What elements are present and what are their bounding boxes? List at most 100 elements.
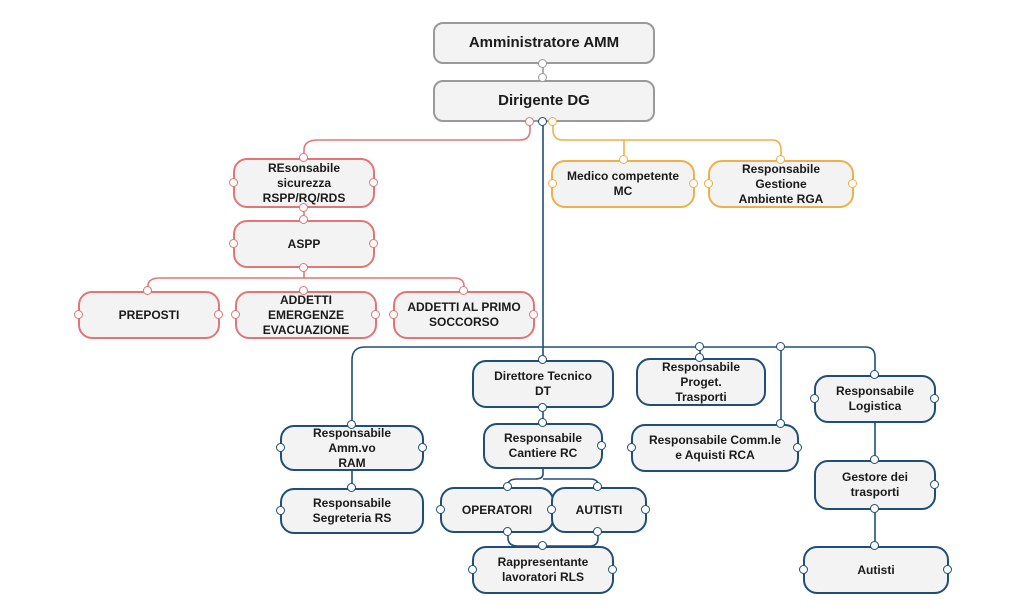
link-autisti-rls [543,532,599,547]
connector-dot [943,565,952,574]
link-aspp-primo [304,277,465,291]
connector-dot [810,394,819,403]
connector-dot [143,286,152,295]
node-rs: Responsabile Segreteria RS [280,488,424,534]
node-addetti-emergenze: ADDETTI EMERGENZE EVACUAZIONE [235,291,377,339]
connector-dot [593,482,602,491]
connector-dot [299,215,308,224]
node-logistica: Responsabile Logistica [814,375,936,423]
node-dt: Direttore Tecnico DT [472,360,614,408]
connector-dot [848,179,857,188]
node-label: Responsabile Proget. Trasporti [661,359,741,404]
node-rga: Responsabile Gestione Ambiente RGA [708,160,854,208]
node-medico-competente: Medico competente MC [551,160,695,208]
connector-dot [529,310,538,319]
connector-dot [870,455,879,464]
connector-dot [229,239,238,248]
link-blue-bus [351,346,876,425]
connector-dot [776,155,785,164]
node-preposti: PREPOSTI [78,291,220,339]
node-label: Medico competente MC [566,169,680,198]
node-aspp: ASPP [233,220,375,268]
node-label: ADDETTI AL PRIMO SOCCORSO [407,300,521,329]
node-autisti: Autisti [803,546,949,594]
connector-dot [276,506,285,515]
connector-dot [870,370,879,379]
node-label: Rappresentante lavoratori RLS [497,555,589,584]
connector-dot [369,178,378,187]
node-label: Responsabile Comm.le e Aquisti RCA [648,433,782,462]
node-label: Amministratore AMM [468,33,620,51]
node-label: ASPP [287,236,321,251]
connector-dot [930,480,939,489]
connector-dot [704,179,713,188]
connector-dot [229,178,238,187]
connector-dot [627,443,636,452]
connector-dot [371,310,380,319]
connector-dot [299,286,308,295]
link-rc-operatori [507,468,544,487]
connector-dot [548,117,557,126]
connector-dot [608,565,617,574]
connector-dot [276,443,285,452]
link-dg-rspp [303,121,531,158]
connector-dot [593,527,602,536]
connector-dot [503,482,512,491]
connector-dot [930,394,939,403]
connector-dot [548,179,557,188]
node-label: PREPOSTI [118,307,180,322]
connector-dot [418,443,427,452]
connector-dot [695,342,704,351]
node-rca: Responsabile Comm.le e Aquisti RCA [631,424,799,472]
connector-dot [299,153,308,162]
connector-dot [870,504,879,513]
connector-dot [299,203,308,212]
connector-dot [538,403,547,412]
node-label: REsonsabile sicurezza RSPP/RQ/RDS [262,160,346,205]
connector-dot [538,73,547,82]
connector-dot [695,353,704,362]
connector-dot [347,483,356,492]
node-gestore-trasporti: Gestore dei trasporti [814,460,936,510]
node-label: Responsabile Amm.vo RAM [312,425,392,470]
node-addetti-primo-soccorso: ADDETTI AL PRIMO SOCCORSO [393,291,535,339]
node-label: Autisti [857,562,895,577]
connector-dot [538,59,547,68]
connector-dot [436,505,445,514]
link-aspp-preposti [147,277,304,291]
connector-dot [538,355,547,364]
node-label: Responsabile Gestione Ambiente RGA [738,161,824,206]
connector-dot [597,441,606,450]
connector-dot [214,310,223,319]
link-dg-medico [552,121,782,160]
node-rc: Responsabile Cantiere RC [483,423,603,469]
node-label: Gestore dei trasporti [841,470,909,499]
link-rc-autisti [543,478,599,487]
node-amministratore: Amministratore AMM [433,22,655,64]
node-autisti-operativi: AUTISTI [551,487,647,533]
node-label: AUTISTI [575,502,623,517]
connector-dot [74,310,83,319]
connector-dot [793,443,802,452]
node-label: OPERATORI [461,502,533,517]
node-label: Dirigente DG [498,91,590,109]
connector-dot [538,418,547,427]
connector-dot [689,179,698,188]
connector-dot [369,239,378,248]
connector-dot [299,263,308,272]
node-label: Responsabile Segreteria RS [312,496,392,525]
connector-dot [776,419,785,428]
connector-dot [547,505,556,514]
node-label: Responsabile Cantiere RC [503,431,583,460]
connector-dot [231,310,240,319]
node-rls: Rappresentante lavoratori RLS [472,546,614,594]
connector-dot [538,541,547,550]
connector-dot [799,565,808,574]
connector-dot [389,310,398,319]
node-label: ADDETTI EMERGENZE EVACUAZIONE [262,292,350,337]
connector-dot [468,565,477,574]
node-progettrasporti: Responsabile Proget. Trasporti [636,358,766,406]
node-rspp: REsonsabile sicurezza RSPP/RQ/RDS [233,158,375,208]
